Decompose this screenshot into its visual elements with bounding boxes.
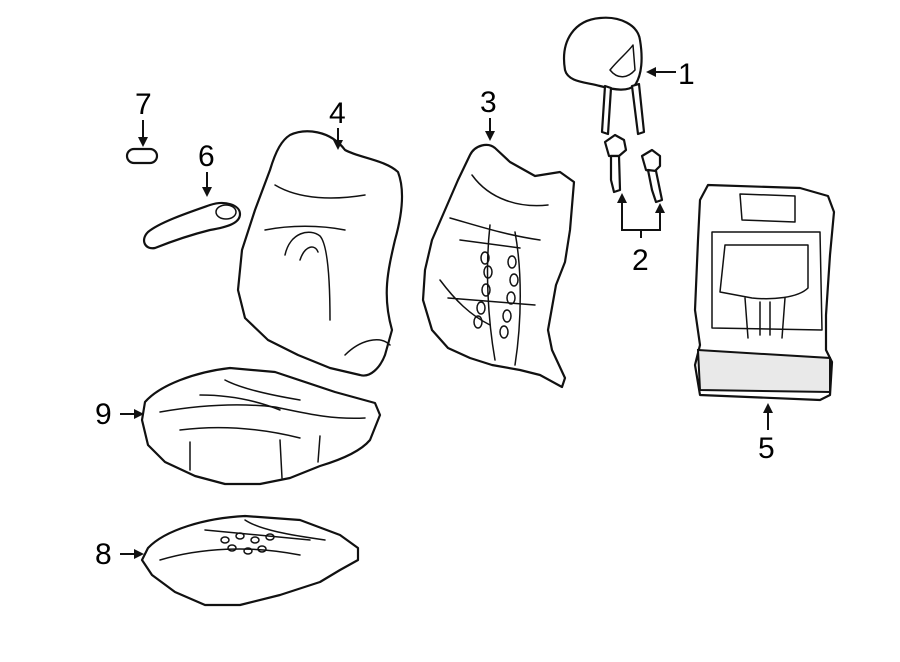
seat-back-frame-part[interactable]	[693, 183, 836, 402]
seat-cushion-cover-part[interactable]	[140, 366, 382, 486]
headrest-guide-part[interactable]	[603, 133, 664, 204]
callout-leaders	[120, 67, 773, 559]
callout-8: 8	[95, 538, 112, 571]
callout-1: 1	[678, 58, 695, 91]
callout-7: 7	[135, 88, 152, 121]
seat-back-pad-part[interactable]	[421, 143, 576, 389]
callout-2: 2	[632, 244, 649, 277]
armrest-part[interactable]	[142, 201, 242, 250]
headrest-part[interactable]	[562, 16, 646, 136]
callout-5: 5	[758, 432, 775, 465]
armrest-cap-part[interactable]	[125, 147, 159, 165]
callout-4: 4	[329, 97, 346, 130]
seat-back-cover-part[interactable]	[236, 130, 404, 377]
callout-3: 3	[480, 86, 497, 119]
callout-6: 6	[198, 140, 215, 173]
callout-9: 9	[95, 398, 112, 431]
seat-cushion-pad-part[interactable]	[140, 514, 360, 607]
